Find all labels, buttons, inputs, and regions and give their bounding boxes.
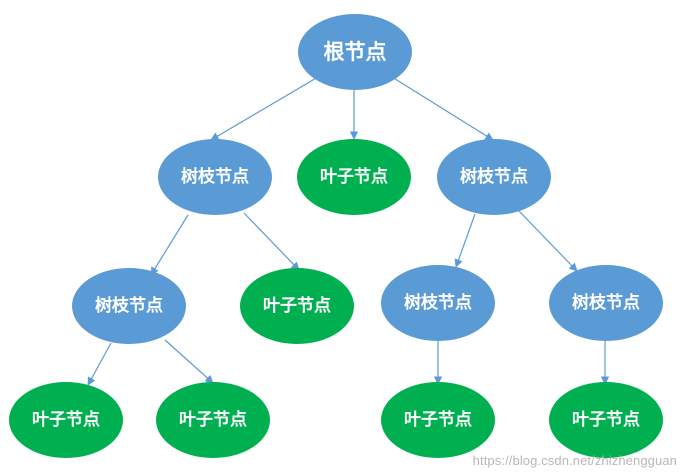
leaf-node-center-shape (240, 268, 354, 344)
edge-branch-right-to-branch-lower-middle (454, 213, 476, 268)
branch-node-lower-left-shape (72, 268, 186, 344)
leaf-node-middle-label: 叶子节点 (320, 166, 388, 187)
branch-node-left: 树枝节点 (158, 139, 272, 215)
edge-branch-lower-left-to-leaf-bottom-1 (87, 342, 112, 386)
edge-root-to-branch-left (210, 76, 319, 141)
branch-node-lower-right-shape (549, 265, 663, 341)
branch-node-lower-right: 树枝节点 (549, 265, 663, 341)
leaf-node-bottom-4: 叶子节点 (549, 382, 663, 458)
leaf-node-center: 叶子节点 (240, 268, 354, 344)
leaf-node-bottom-2-shape (156, 382, 270, 458)
branch-node-left-label: 树枝节点 (181, 166, 249, 187)
leaf-node-bottom-4-shape (549, 382, 663, 458)
branch-node-lower-middle-shape (381, 265, 495, 341)
leaf-node-center-label: 叶子节点 (263, 295, 331, 316)
branch-node-lower-middle-label: 树枝节点 (404, 292, 472, 313)
edge-root-to-branch-right (391, 76, 494, 141)
branch-node-right-shape (437, 139, 551, 215)
branch-node-lower-left-label: 树枝节点 (95, 295, 163, 316)
branch-node-lower-right-label: 树枝节点 (572, 292, 640, 313)
root-node-shape (298, 14, 412, 90)
leaf-node-bottom-4-label: 叶子节点 (572, 409, 640, 430)
branch-node-right: 树枝节点 (437, 139, 551, 215)
leaf-node-bottom-3-label: 叶子节点 (404, 409, 472, 430)
edge-branch-left-to-leaf-center (243, 212, 300, 271)
leaf-node-bottom-2-label: 叶子节点 (179, 409, 247, 430)
watermark-text: https://blog.csdn.net/zhizhengguan (472, 453, 677, 468)
edge-branch-right-to-branch-lower-right (517, 209, 578, 272)
branch-node-right-label: 树枝节点 (460, 166, 528, 187)
leaf-node-bottom-3: 叶子节点 (381, 382, 495, 458)
leaf-node-bottom-1: 叶子节点 (9, 382, 123, 458)
edges (87, 76, 610, 386)
branch-node-lower-middle: 树枝节点 (381, 265, 495, 341)
leaf-node-bottom-3-shape (381, 382, 495, 458)
edge-branch-left-to-branch-lower-left (150, 214, 189, 276)
edge-branch-lower-left-to-leaf-bottom-2 (164, 339, 214, 384)
root-node: 根节点 (298, 14, 412, 90)
leaf-node-bottom-1-shape (9, 382, 123, 458)
branch-node-left-shape (158, 139, 272, 215)
leaf-node-bottom-1-label: 叶子节点 (32, 409, 100, 430)
leaf-node-bottom-2: 叶子节点 (156, 382, 270, 458)
leaf-node-middle-shape (297, 139, 411, 215)
branch-node-lower-left: 树枝节点 (72, 268, 186, 344)
leaf-node-middle: 叶子节点 (297, 139, 411, 215)
root-node-label: 根节点 (324, 40, 387, 64)
